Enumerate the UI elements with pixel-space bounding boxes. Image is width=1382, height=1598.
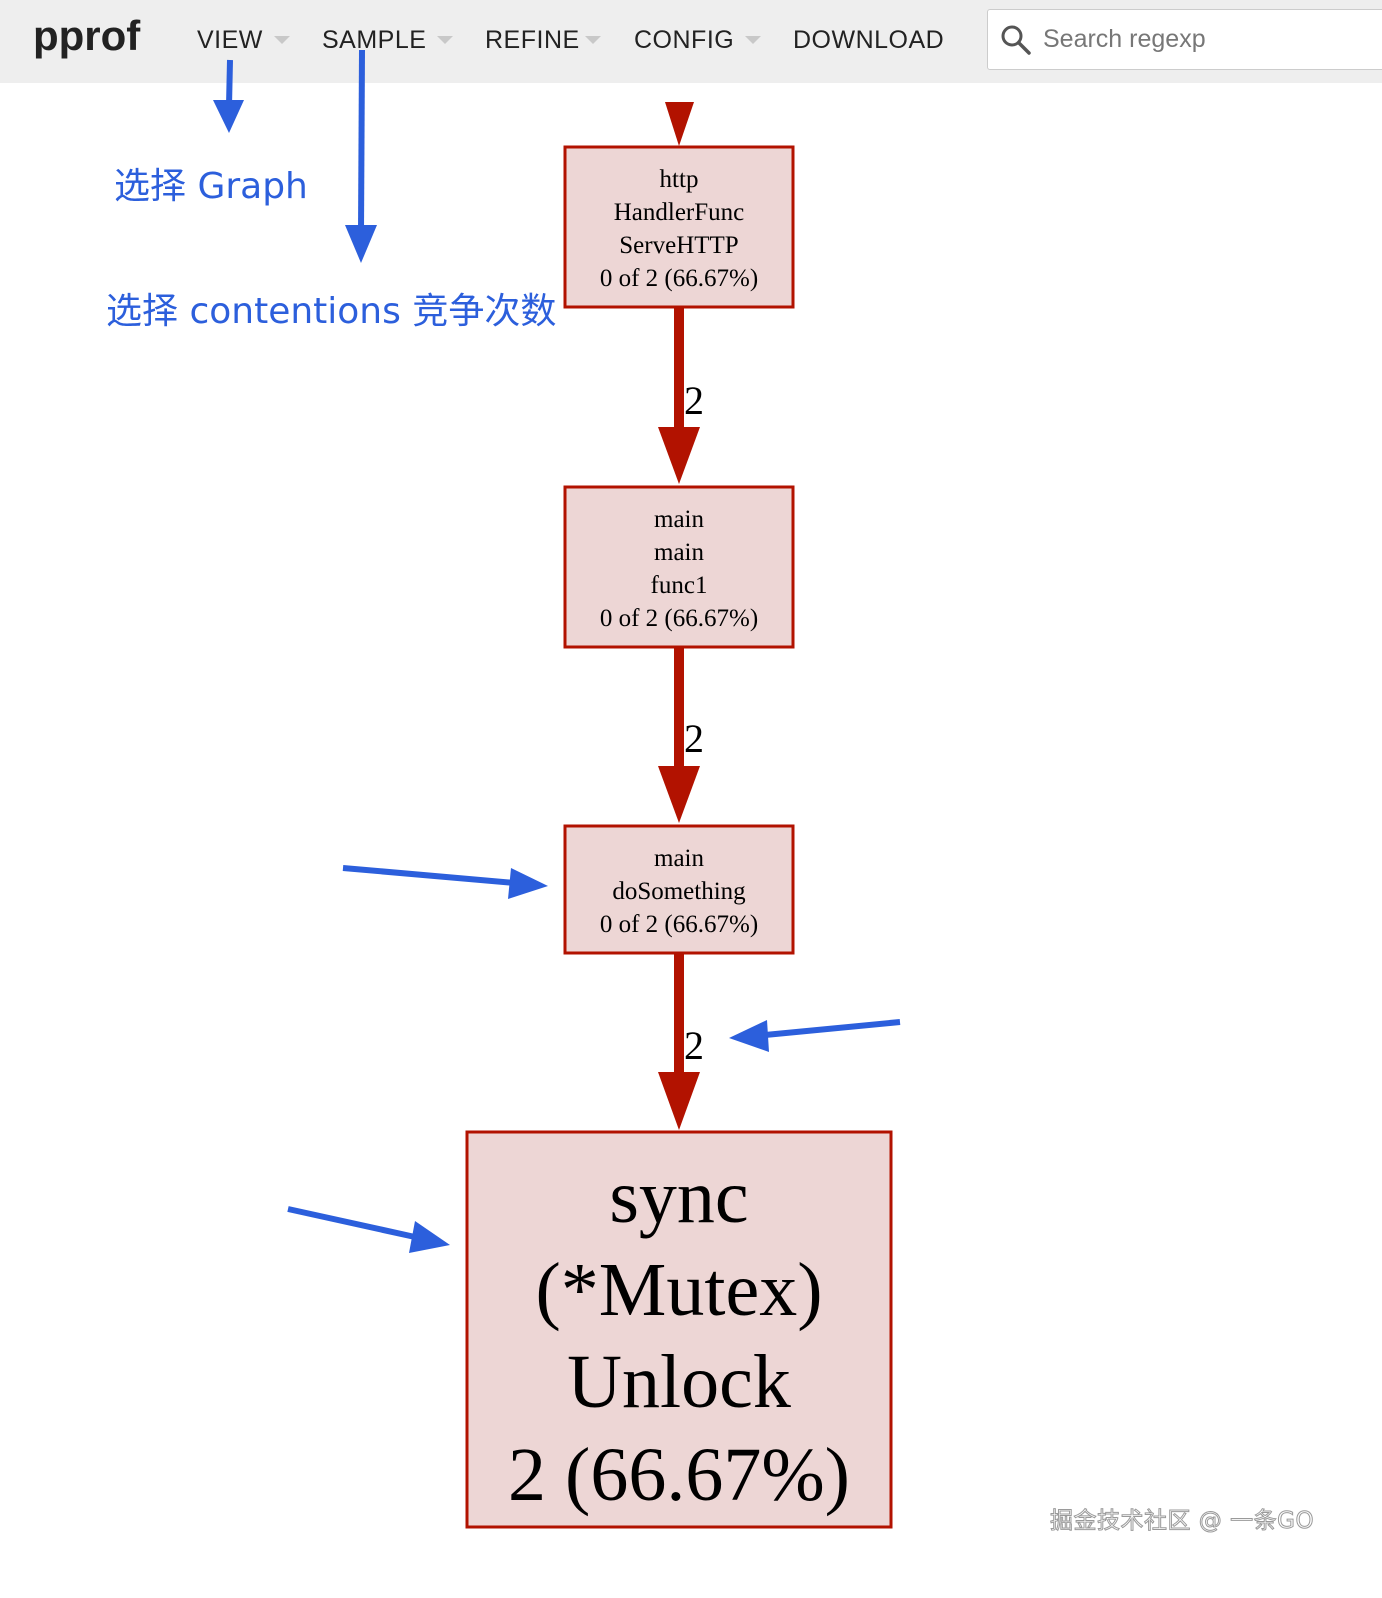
node-line: ServeHTTP <box>619 232 738 259</box>
annotation-arrow <box>729 1019 901 1052</box>
annotation-arrow <box>213 59 244 133</box>
graph-edge[interactable]: 2 <box>658 647 704 823</box>
menu-sample[interactable]: SAMPLE <box>322 26 427 54</box>
annotation-select-graph: 选择 Graph <box>114 166 308 207</box>
chevron-down-icon <box>437 36 453 44</box>
search-placeholder: Search regexp <box>1043 25 1206 53</box>
node-line: func1 <box>651 572 708 599</box>
graph-node[interactable]: main main func1 0 of 2 (66.67%) <box>563 485 795 649</box>
edge-label: 2 <box>684 1023 704 1068</box>
annotation-select-contentions: 选择 contentions 竞争次数 <box>106 291 557 332</box>
menu-refine[interactable]: REFINE <box>485 26 580 54</box>
graph-node[interactable]: http HandlerFunc ServeHTTP 0 of 2 (66.67… <box>563 145 795 309</box>
node-line: 0 of 2 (66.67%) <box>600 265 758 292</box>
node-line: http <box>660 166 699 193</box>
node-line: main <box>654 539 704 566</box>
incoming-edge-arrowhead <box>665 102 694 146</box>
annotation-arrow <box>342 865 548 899</box>
menu-download[interactable]: DOWNLOAD <box>793 26 945 54</box>
node-line: 0 of 2 (66.67%) <box>600 605 758 632</box>
graph-edge[interactable]: 2 <box>658 953 704 1130</box>
menu-view[interactable]: VIEW <box>197 26 263 54</box>
app-logo[interactable]: pprof <box>33 12 141 59</box>
annotation-arrow <box>345 49 377 263</box>
node-line: Unlock <box>567 1340 791 1424</box>
search-input[interactable]: Search regexp <box>987 9 1382 70</box>
node-line: main <box>654 506 704 533</box>
chevron-down-icon <box>585 36 601 44</box>
chevron-down-icon <box>745 36 761 44</box>
chevron-down-icon <box>274 36 290 44</box>
watermark: 掘金技术社区 @ 一条GO <box>1049 1508 1315 1535</box>
node-line: 2 (66.67%) <box>508 1433 850 1517</box>
node-line: doSomething <box>612 878 746 905</box>
search-icon <box>1001 25 1031 55</box>
node-line: main <box>654 845 704 872</box>
menu-config[interactable]: CONFIG <box>634 26 735 54</box>
edge-label: 2 <box>684 716 704 761</box>
node-line: HandlerFunc <box>614 199 745 226</box>
annotation-arrow <box>287 1206 450 1253</box>
node-line: sync <box>609 1155 748 1239</box>
graph-node-leaf[interactable]: sync (*Mutex) Unlock 2 (66.67%) <box>465 1130 893 1529</box>
graph-edge[interactable]: 2 <box>658 308 704 484</box>
node-line: (*Mutex) <box>535 1248 822 1332</box>
graph-node[interactable]: main doSomething 0 of 2 (66.67%) <box>563 824 795 955</box>
node-line: 0 of 2 (66.67%) <box>600 911 758 938</box>
edge-label: 2 <box>684 378 704 423</box>
